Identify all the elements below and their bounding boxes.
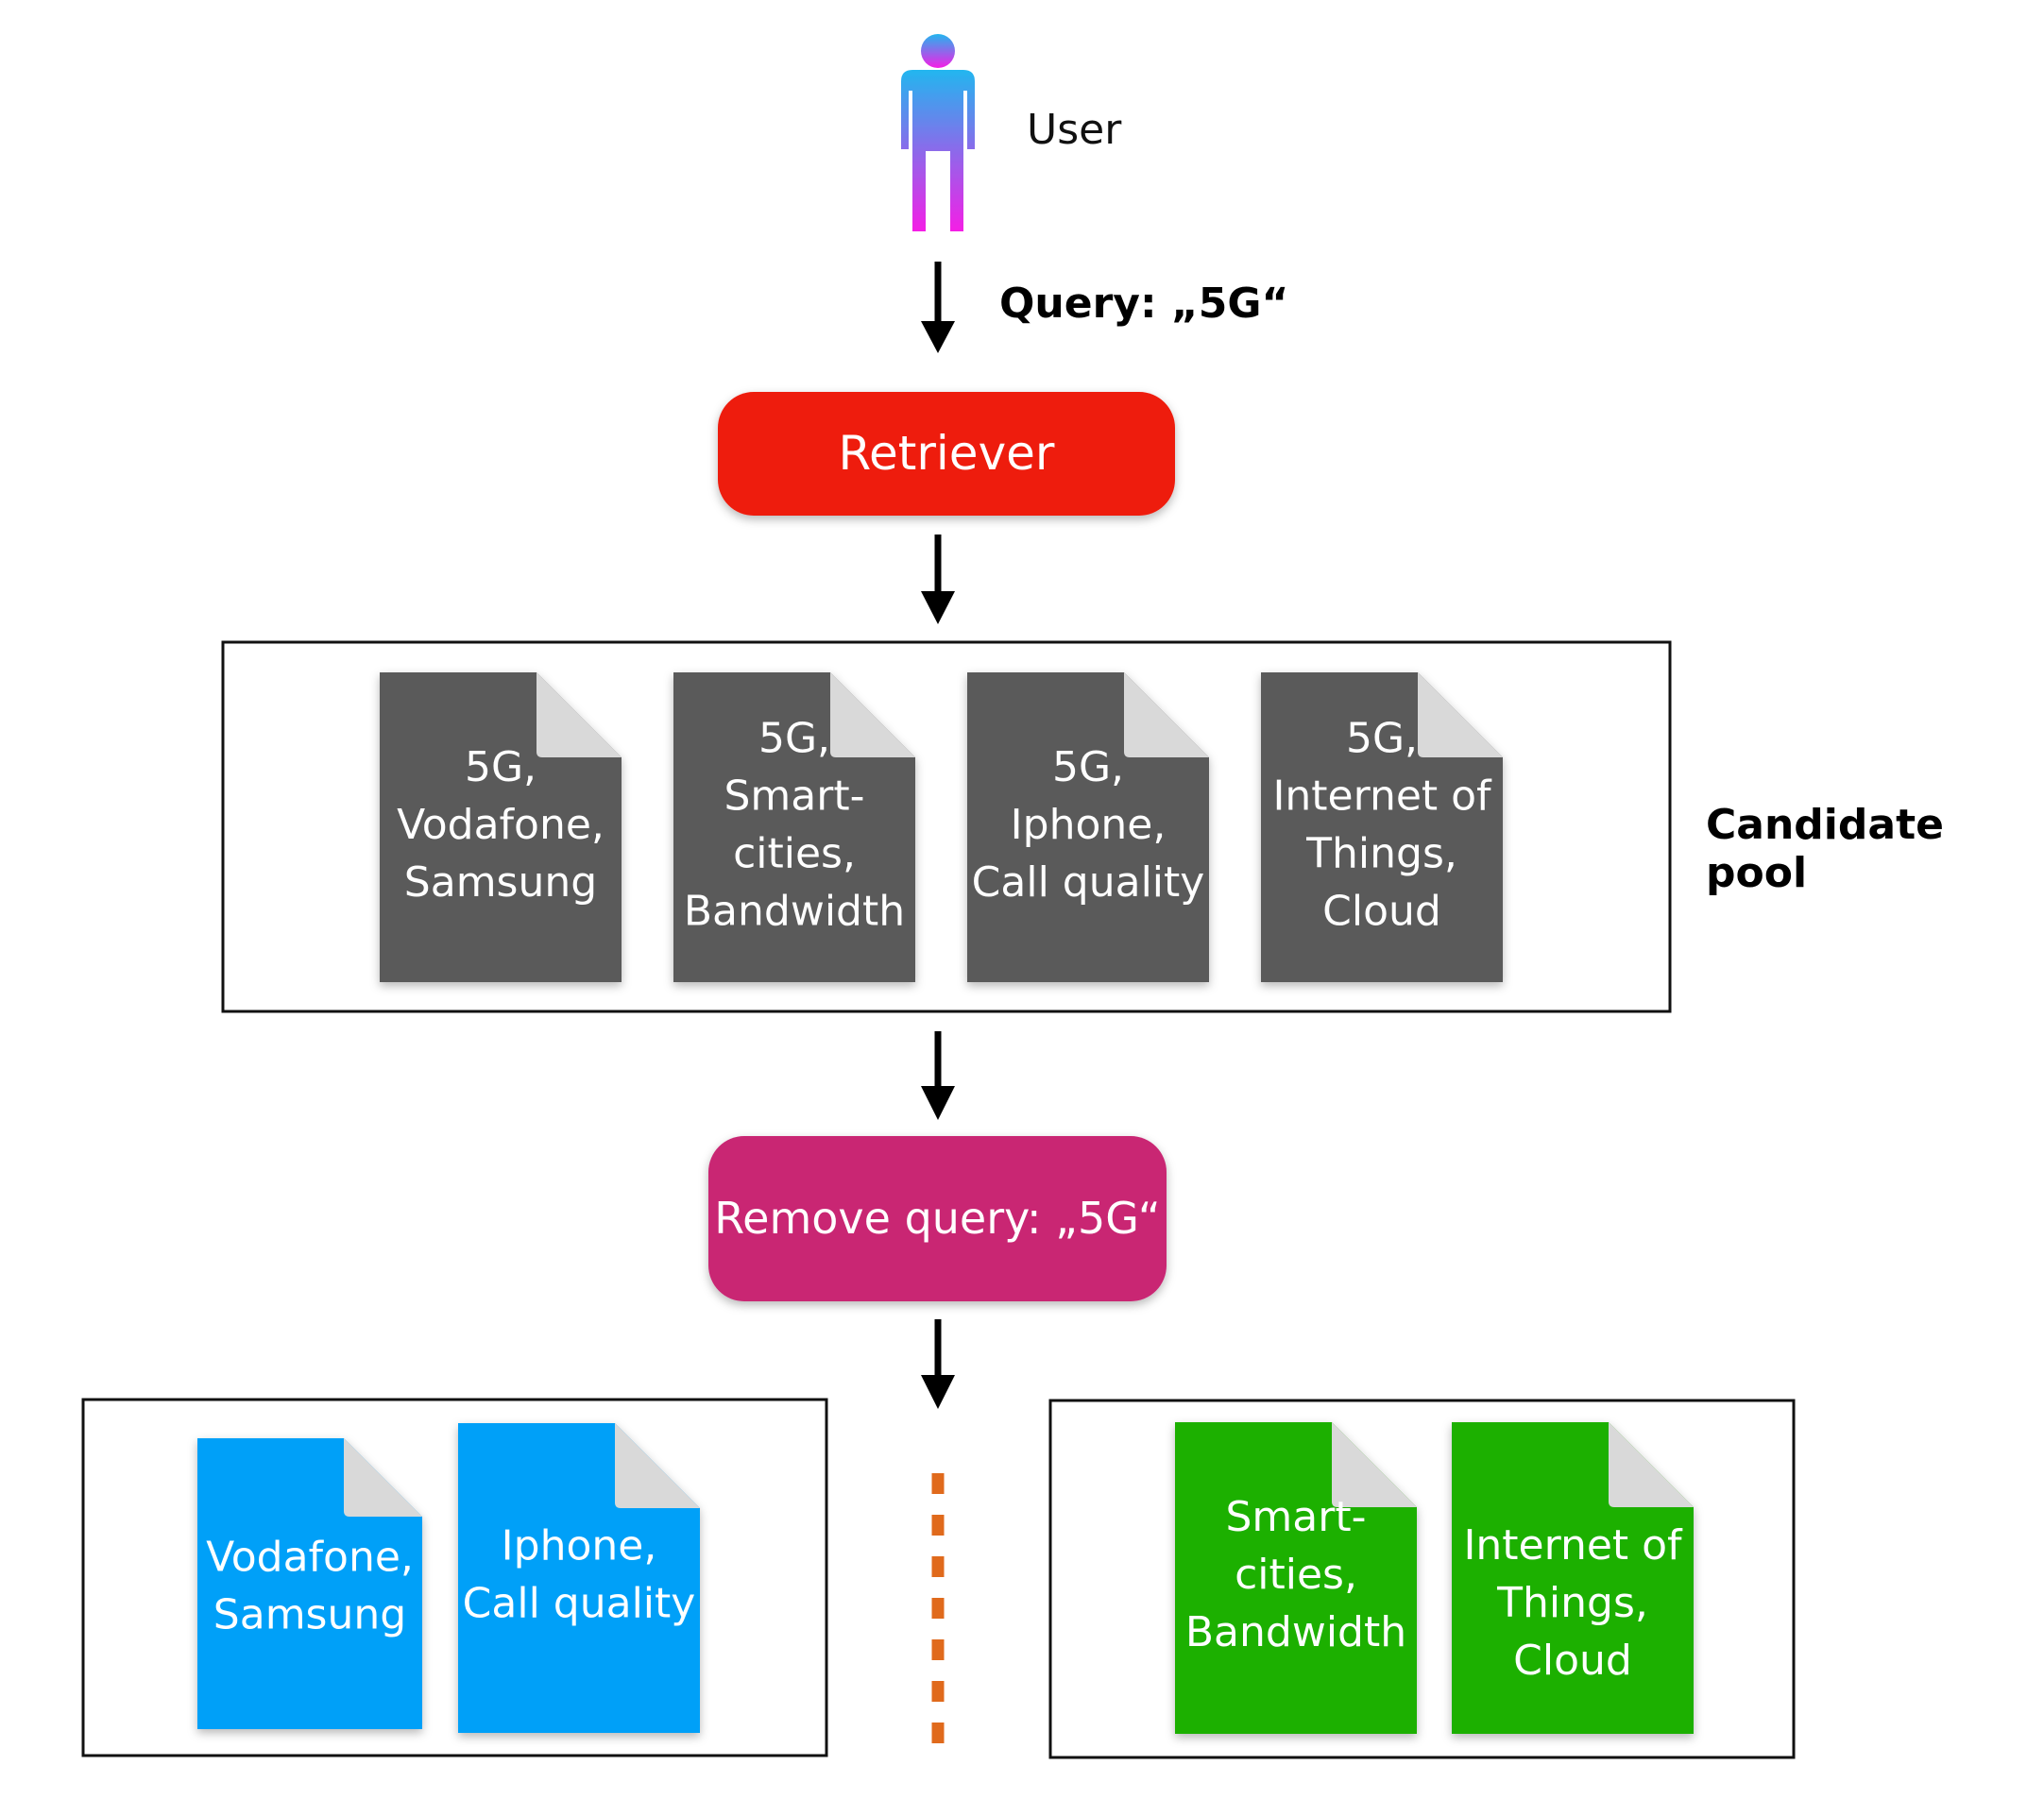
document-icon bbox=[197, 1438, 422, 1729]
cluster-right-document-1-line-3: Bandwidth bbox=[1185, 1608, 1406, 1656]
document-fold-icon bbox=[1418, 672, 1503, 757]
candidate-pool-document-3-line-2: Iphone, bbox=[1011, 801, 1167, 849]
user-label: User bbox=[1027, 106, 1122, 154]
document-fold-icon bbox=[615, 1423, 700, 1508]
document-fold-icon bbox=[830, 672, 915, 757]
cluster-right-document-2: Internet of Things, Cloud bbox=[1452, 1422, 1694, 1734]
candidate-pool-document-1-line-2: Vodafone, bbox=[397, 801, 605, 849]
cluster-right-document-1-line-2: cities, bbox=[1235, 1551, 1357, 1599]
candidate-pool-document-4-line-2: Internet of bbox=[1272, 772, 1492, 821]
cluster-right-document-2-line-3: Cloud bbox=[1513, 1637, 1632, 1685]
arrow-user-to-retriever bbox=[921, 262, 955, 353]
document-fold-icon bbox=[1124, 672, 1209, 757]
cluster-left-document-1-line-1: Vodafone, bbox=[206, 1534, 414, 1582]
candidate-pool-documents: 5G, Vodafone, Samsung 5G, Smart-cities, Bandw… bbox=[380, 672, 1503, 982]
candidate-pool-document-3: 5G, Iphone, Call quality bbox=[967, 672, 1209, 982]
arrow-pool-to-remove bbox=[921, 1031, 955, 1120]
cluster-right-documents: Smart-cities, Bandwidth Internet of Things,… bbox=[1175, 1422, 1694, 1734]
candidate-pool-document-2-line-2: Smart- bbox=[724, 772, 865, 821]
cluster-left-document-2-line-1: Iphone, bbox=[502, 1522, 657, 1570]
remove-query-box bbox=[708, 1136, 1167, 1301]
document-fold-icon bbox=[1332, 1422, 1417, 1507]
candidate-pool-label: Candidate pool bbox=[1706, 801, 1944, 897]
cluster-left-frame bbox=[81, 1398, 828, 1757]
candidate-pool-document-4-line-4: Cloud bbox=[1322, 888, 1441, 936]
candidate-pool-document-3-line-1: 5G, bbox=[1052, 743, 1124, 791]
candidate-pool-document-1-line-1: 5G, bbox=[465, 743, 537, 791]
document-fold-icon bbox=[1609, 1422, 1694, 1507]
cluster-right-document-2-line-2: Things, bbox=[1496, 1579, 1648, 1627]
candidate-pool-document-1: 5G, Vodafone, Samsung bbox=[380, 672, 622, 982]
document-fold-icon bbox=[537, 672, 622, 757]
cluster-right-frame bbox=[1048, 1399, 1796, 1759]
candidate-pool-frame bbox=[221, 640, 1672, 1013]
candidate-pool-document-4-line-3: Things, bbox=[1305, 830, 1457, 878]
retriever-label: Retriever bbox=[838, 426, 1055, 481]
arrow-remove-to-clusters bbox=[921, 1319, 955, 1409]
remove-query-label: Remove query: „5G“ bbox=[714, 1193, 1161, 1244]
cluster-left-document-1-line-2: Samsung bbox=[213, 1591, 406, 1639]
query-label: Query: „5G“ bbox=[999, 280, 1289, 328]
cluster-right-document-1-line-1: Smart- bbox=[1226, 1493, 1367, 1541]
person-icon bbox=[901, 34, 975, 231]
cluster-left-document-2: Iphone, Call quality bbox=[458, 1423, 700, 1733]
cluster-right-document-2-line-1: Internet of bbox=[1463, 1521, 1683, 1570]
candidate-pool-document-1-line-3: Samsung bbox=[404, 858, 597, 907]
cluster-left-documents: Vodafone, Samsung Iphone, Call quality bbox=[197, 1423, 700, 1733]
candidate-pool-document-2-line-1: 5G, bbox=[758, 715, 830, 763]
document-fold-icon bbox=[344, 1438, 422, 1517]
candidate-pool-document-4: 5G, Internet of Things, Cloud bbox=[1261, 672, 1503, 982]
candidate-pool-document-3-line-3: Call quality bbox=[972, 858, 1205, 907]
candidate-pool-document-2: 5G, Smart-cities, Bandwidth bbox=[673, 672, 915, 982]
candidate-pool-document-4-line-1: 5G, bbox=[1346, 715, 1418, 763]
retriever-box bbox=[718, 392, 1175, 516]
document-icon bbox=[458, 1423, 700, 1733]
arrow-retriever-to-pool bbox=[921, 535, 955, 624]
cluster-left-document-1: Vodafone, Samsung bbox=[197, 1438, 422, 1729]
cluster-left-document-2-line-2: Call quality bbox=[463, 1580, 696, 1628]
candidate-pool-document-2-line-3: cities, bbox=[733, 830, 856, 878]
cluster-right-document-1: Smart-cities, Bandwidth bbox=[1175, 1422, 1417, 1734]
candidate-pool-document-2-line-4: Bandwidth bbox=[684, 888, 905, 936]
document-icon bbox=[1452, 1422, 1694, 1734]
